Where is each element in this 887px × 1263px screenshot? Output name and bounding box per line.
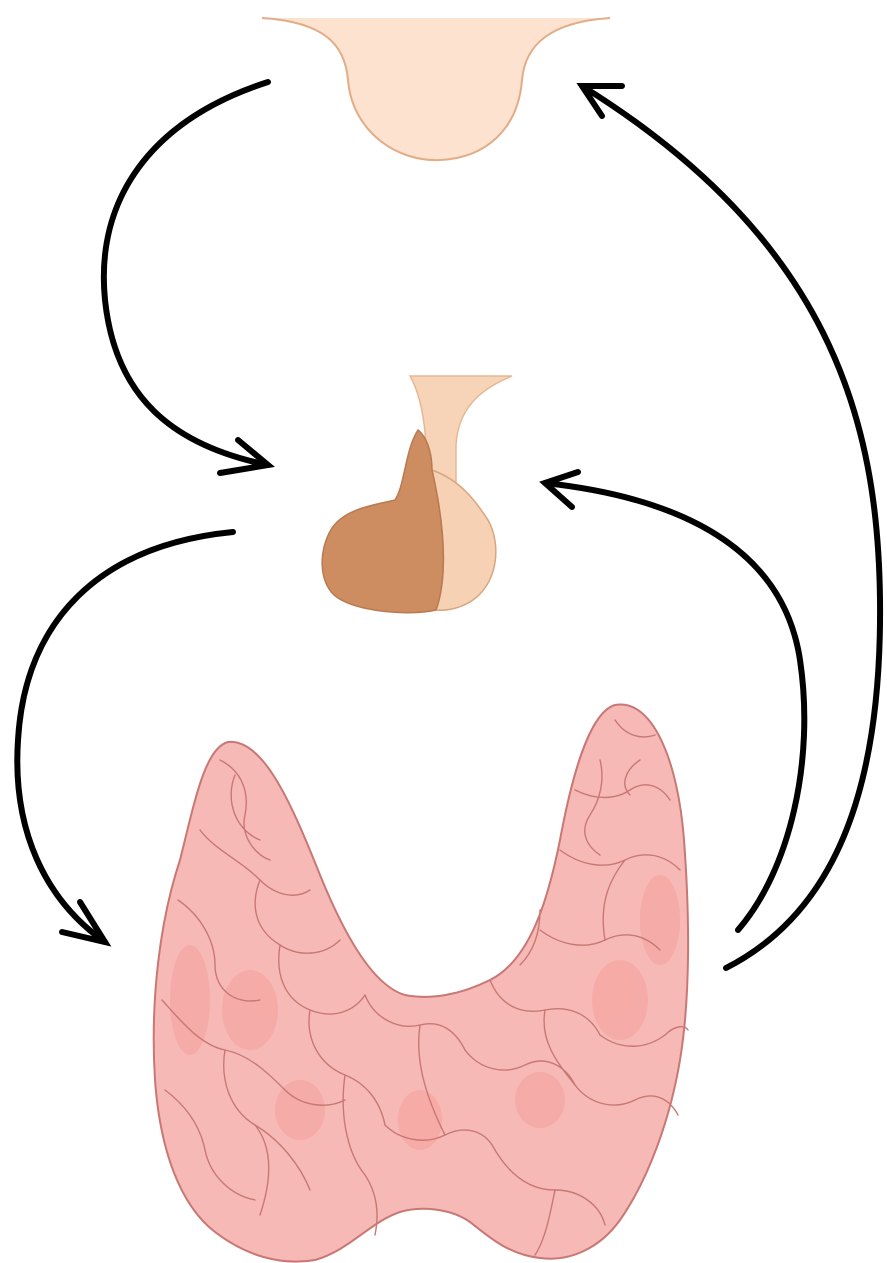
- arrow-hypothalamus-to-pituitary: [104, 82, 268, 473]
- thyroid-highlight: [170, 945, 210, 1055]
- thyroid-highlight: [640, 875, 680, 965]
- thyroid-gland-icon: [154, 704, 688, 1261]
- thyroid-highlight: [275, 1080, 325, 1140]
- thyroid-highlight: [592, 960, 648, 1040]
- hypothalamus-icon: [262, 18, 610, 160]
- pituitary-gland-icon: [322, 376, 512, 613]
- hypothalamus-shape: [262, 18, 610, 160]
- thyroid-highlight: [222, 970, 278, 1050]
- thyroid-highlight: [398, 1090, 442, 1150]
- thyroid-highlight: [515, 1072, 565, 1128]
- pituitary-anterior-lobe: [322, 430, 443, 613]
